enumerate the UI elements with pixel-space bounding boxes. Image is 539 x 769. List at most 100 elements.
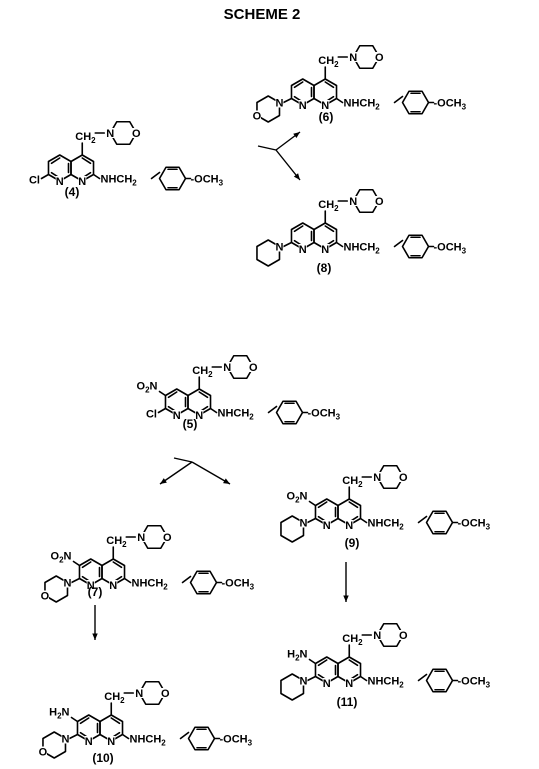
nhch2-label: NHCH2	[368, 676, 405, 690]
nitro-label: O2N	[137, 381, 158, 395]
nhch2-label: NHCH2	[368, 518, 405, 532]
morpholine-oxygen: O	[132, 128, 141, 140]
ring-nitrogen: N	[299, 100, 307, 112]
morpholine-oxygen: O	[39, 747, 48, 759]
morpholine-nitrogen: N	[223, 362, 231, 374]
compound-label: (6)	[319, 110, 334, 124]
ch2-label: CH2	[104, 691, 125, 705]
morpholine-nitrogen: N	[349, 196, 357, 208]
morpholine-nitrogen: N	[106, 128, 114, 140]
methoxy-label: -OCH3	[191, 174, 224, 188]
ring-nitrogen: N	[78, 176, 86, 188]
morpholine-nitrogen: N	[276, 98, 284, 110]
ring-nitrogen: N	[323, 520, 331, 532]
amino-label: H2N	[287, 649, 307, 663]
morpholine-nitrogen: N	[373, 472, 381, 484]
nhch2-label: NHCH2	[218, 408, 255, 422]
compound-label: (5)	[183, 417, 198, 431]
methoxy-label: -OCH3	[434, 242, 467, 256]
arrowhead	[293, 132, 300, 139]
reaction-arrow	[191, 461, 231, 485]
ring-nitrogen: N	[323, 678, 331, 690]
compound-label: (8)	[317, 261, 332, 275]
morpholine-oxygen: O	[253, 111, 262, 123]
ring-nitrogen: N	[299, 244, 307, 256]
amino-label: H2N	[49, 707, 69, 721]
ring-nitrogen: N	[109, 580, 117, 592]
ch2-label: CH2	[75, 131, 96, 145]
morpholine-nitrogen: N	[349, 52, 357, 64]
methoxy-label: -OCH3	[308, 408, 341, 422]
compound-label: (7)	[88, 585, 103, 599]
morpholine-nitrogen: N	[64, 578, 72, 590]
piperidine-nitrogen: N	[300, 676, 308, 688]
reaction-arrow-stem	[173, 457, 193, 463]
nitro-label: O2N	[51, 551, 72, 565]
ring-nitrogen: N	[345, 678, 353, 690]
ring-nitrogen: N	[321, 100, 329, 112]
reaction-arrow	[159, 461, 193, 485]
arrowhead	[160, 478, 167, 484]
morpholine-oxygen: O	[375, 52, 384, 64]
ring-nitrogen: N	[87, 580, 95, 592]
morpholine-nitrogen: N	[137, 532, 145, 544]
compound-label: (11)	[337, 695, 358, 709]
compound-label: (4)	[65, 185, 80, 199]
ring-nitrogen: N	[56, 176, 64, 188]
morpholine-oxygen: O	[163, 532, 172, 544]
morpholine-oxygen: O	[399, 472, 408, 484]
piperidine-nitrogen: N	[276, 242, 284, 254]
methoxy-label: -OCH3	[222, 578, 255, 592]
ring-nitrogen: N	[195, 410, 203, 422]
morpholine-oxygen: O	[41, 591, 50, 603]
morpholine-oxygen: O	[249, 362, 258, 374]
ch2-label: CH2	[106, 535, 127, 549]
nhch2-label: NHCH2	[132, 578, 169, 592]
reaction-arrow-stem	[257, 145, 277, 151]
arrowhead	[223, 478, 230, 484]
ch2-label: CH2	[318, 199, 339, 213]
ring-nitrogen: N	[107, 736, 115, 748]
ring-nitrogen: N	[345, 520, 353, 532]
scheme-title: SCHEME 2	[224, 6, 301, 23]
morpholine-nitrogen: N	[373, 630, 381, 642]
piperidine-nitrogen: N	[300, 518, 308, 530]
morpholine-oxygen: O	[161, 688, 170, 700]
nhch2-label: NHCH2	[130, 734, 167, 748]
nhch2-label: NHCH2	[344, 242, 381, 256]
methoxy-label: -OCH3	[434, 98, 467, 112]
compound-label: (9)	[345, 536, 360, 550]
nitro-label: O2N	[287, 491, 308, 505]
ring-nitrogen: N	[85, 736, 93, 748]
morpholine-oxygen: O	[375, 196, 384, 208]
compound-label: (10)	[92, 751, 113, 765]
nhch2-label: NHCH2	[344, 98, 381, 112]
methoxy-label: -OCH3	[458, 676, 491, 690]
ch2-label: CH2	[192, 365, 213, 379]
morpholine-nitrogen: N	[62, 734, 70, 746]
ch2-label: CH2	[318, 55, 339, 69]
methoxy-label: -OCH3	[458, 518, 491, 532]
chlorine: Cl	[146, 409, 157, 421]
chlorine: Cl	[29, 175, 40, 187]
morpholine-oxygen: O	[399, 630, 408, 642]
methoxy-label: -OCH3	[220, 734, 253, 748]
ch2-label: CH2	[342, 475, 363, 489]
arrowhead	[293, 173, 300, 180]
ch2-label: CH2	[342, 633, 363, 647]
ring-nitrogen: N	[173, 410, 181, 422]
arrowhead	[343, 595, 349, 602]
ring-nitrogen: N	[321, 244, 329, 256]
arrowhead	[92, 633, 98, 640]
morpholine-nitrogen: N	[135, 688, 143, 700]
nhch2-label: NHCH2	[101, 174, 138, 188]
